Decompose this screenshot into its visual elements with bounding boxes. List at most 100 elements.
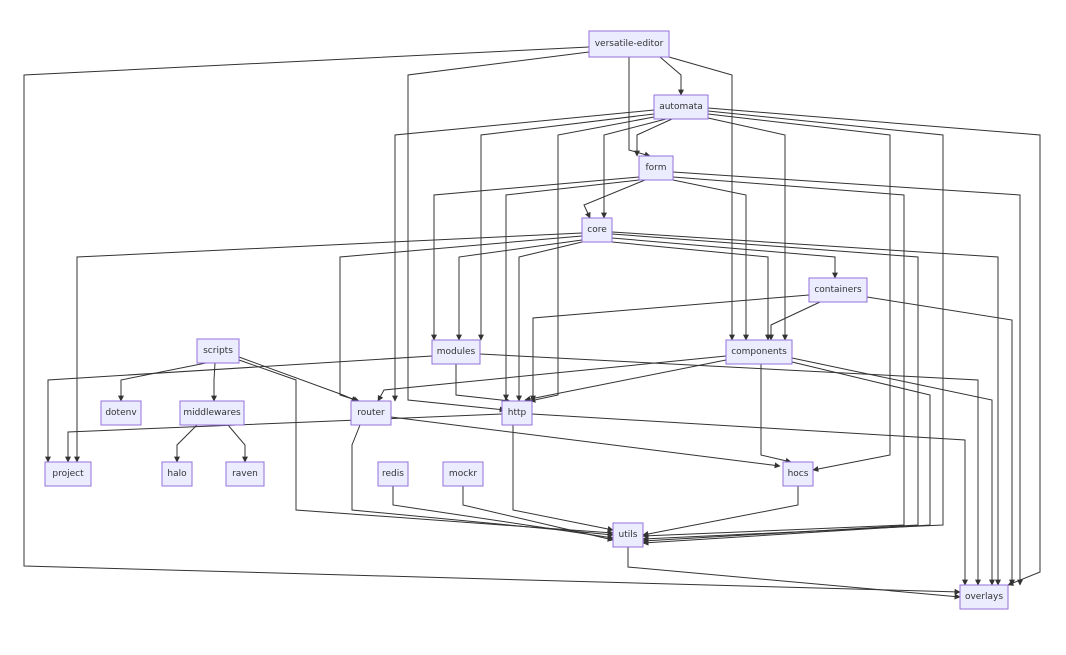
edge-hocs-to-utils [642, 486, 799, 537]
edge-middlewares-to-halo [174, 424, 198, 463]
node-label-overlays: overlays [965, 592, 1003, 602]
edge-automata-to-http [529, 116, 655, 403]
node-label-raven: raven [232, 469, 258, 479]
edge-form-to-components [672, 179, 749, 341]
edge-mockr-to-utils [462, 486, 614, 542]
node-dotenv[interactable]: dotenv [100, 400, 142, 426]
node-box-project [44, 461, 92, 487]
node-box-middlewares [179, 400, 245, 426]
node-label-form: form [646, 163, 667, 173]
node-box-components [725, 339, 793, 365]
node-box-dotenv [100, 400, 142, 426]
node-box-raven [225, 461, 265, 487]
edge-scripts-to-router [238, 356, 358, 402]
edge-form-to-core [583, 179, 646, 219]
node-form[interactable]: form [638, 155, 674, 181]
edge-core-to-router [339, 235, 583, 403]
node-label-scripts: scripts [203, 346, 233, 356]
node-label-redis: redis [382, 469, 404, 479]
edge-versatile-editor-to-form [628, 57, 651, 158]
edge-http-to-utils [512, 425, 614, 532]
node-label-core: core [587, 225, 607, 235]
edge-http-to-overlays [531, 413, 968, 586]
node-box-router [350, 400, 392, 426]
node-redis[interactable]: redis [377, 461, 409, 487]
edge-components-to-http [524, 359, 727, 402]
node-label-containers: containers [814, 285, 862, 295]
edge-core-to-project [74, 232, 583, 463]
edge-core-to-containers [611, 237, 838, 279]
node-label-versatile-editor: versatile-editor [595, 39, 664, 49]
node-label-components: components [731, 347, 787, 357]
edge-middlewares-to-raven [227, 424, 248, 463]
edge-automata-to-hocs [707, 113, 891, 472]
edge-automata-to-components [707, 117, 788, 341]
node-core[interactable]: core [581, 217, 613, 243]
edge-form-to-http [503, 179, 640, 401]
node-label-http: http [508, 408, 527, 418]
edge-components-to-overlays [791, 357, 995, 586]
node-box-http [501, 400, 533, 426]
edge-modules-to-http [455, 364, 511, 404]
edge-containers-to-overlays [866, 296, 1015, 586]
node-scripts[interactable]: scripts [196, 338, 240, 364]
edge-router-to-hocs [390, 416, 781, 469]
node-middlewares[interactable]: middlewares [179, 400, 245, 426]
node-box-halo [161, 461, 193, 487]
node-box-scripts [196, 338, 240, 364]
edge-redis-to-utils [392, 486, 614, 541]
node-box-overlays [959, 584, 1009, 610]
edge-automata-to-core [601, 118, 667, 219]
edge-scripts-to-utils [238, 359, 614, 536]
edge-versatile-editor-to-overlays [23, 46, 961, 595]
node-label-utils: utils [619, 530, 638, 540]
node-box-core [581, 217, 613, 243]
node-box-form [638, 155, 674, 181]
edge-core-to-overlays [611, 231, 1001, 586]
node-label-hocs: hocs [788, 469, 809, 479]
node-halo[interactable]: halo [161, 461, 193, 487]
node-hocs[interactable]: hocs [782, 461, 814, 487]
node-project[interactable]: project [44, 461, 92, 487]
edge-automata-to-overlays [707, 107, 1041, 586]
node-raven[interactable]: raven [225, 461, 265, 487]
node-label-modules: modules [437, 347, 476, 357]
edge-components-to-hocs [760, 364, 792, 464]
edge-versatile-editor-to-components [668, 56, 735, 341]
nodes-layer: versatile-editor automata form core containe… [44, 30, 1009, 610]
edge-components-to-utils [642, 361, 931, 546]
node-router[interactable]: router [350, 400, 392, 426]
node-mockr[interactable]: mockr [442, 461, 484, 487]
edge-router-to-utils [351, 424, 614, 538]
edge-containers-to-http [530, 294, 810, 402]
node-label-dotenv: dotenv [105, 408, 137, 418]
edges-layer [23, 46, 1041, 600]
edge-versatile-editor-to-automata [659, 56, 684, 96]
node-box-containers [808, 277, 868, 303]
node-components[interactable]: components [725, 339, 793, 365]
edge-automata-to-form [634, 118, 673, 157]
node-label-middlewares: middlewares [183, 408, 241, 418]
node-modules[interactable]: modules [431, 339, 481, 365]
edge-core-to-modules [456, 239, 583, 341]
node-utils[interactable]: utils [612, 522, 644, 548]
node-overlays[interactable]: overlays [959, 584, 1009, 610]
node-label-mockr: mockr [449, 469, 477, 479]
edge-scripts-to-dotenv [118, 362, 207, 402]
edge-core-to-utils [611, 233, 919, 544]
edge-form-to-modules [431, 176, 640, 341]
node-containers[interactable]: containers [808, 277, 868, 303]
node-label-halo: halo [167, 469, 187, 479]
edge-scripts-to-middlewares [211, 362, 217, 402]
edge-core-to-http [516, 241, 583, 402]
node-label-automata: automata [659, 102, 703, 112]
edge-form-to-utils [642, 176, 905, 539]
edge-components-to-router [377, 355, 727, 402]
node-versatile-editor[interactable]: versatile-editor [588, 30, 670, 58]
node-box-automata [653, 94, 709, 120]
node-automata[interactable]: automata [653, 94, 709, 120]
node-http[interactable]: http [501, 400, 533, 426]
node-box-utils [612, 522, 644, 548]
